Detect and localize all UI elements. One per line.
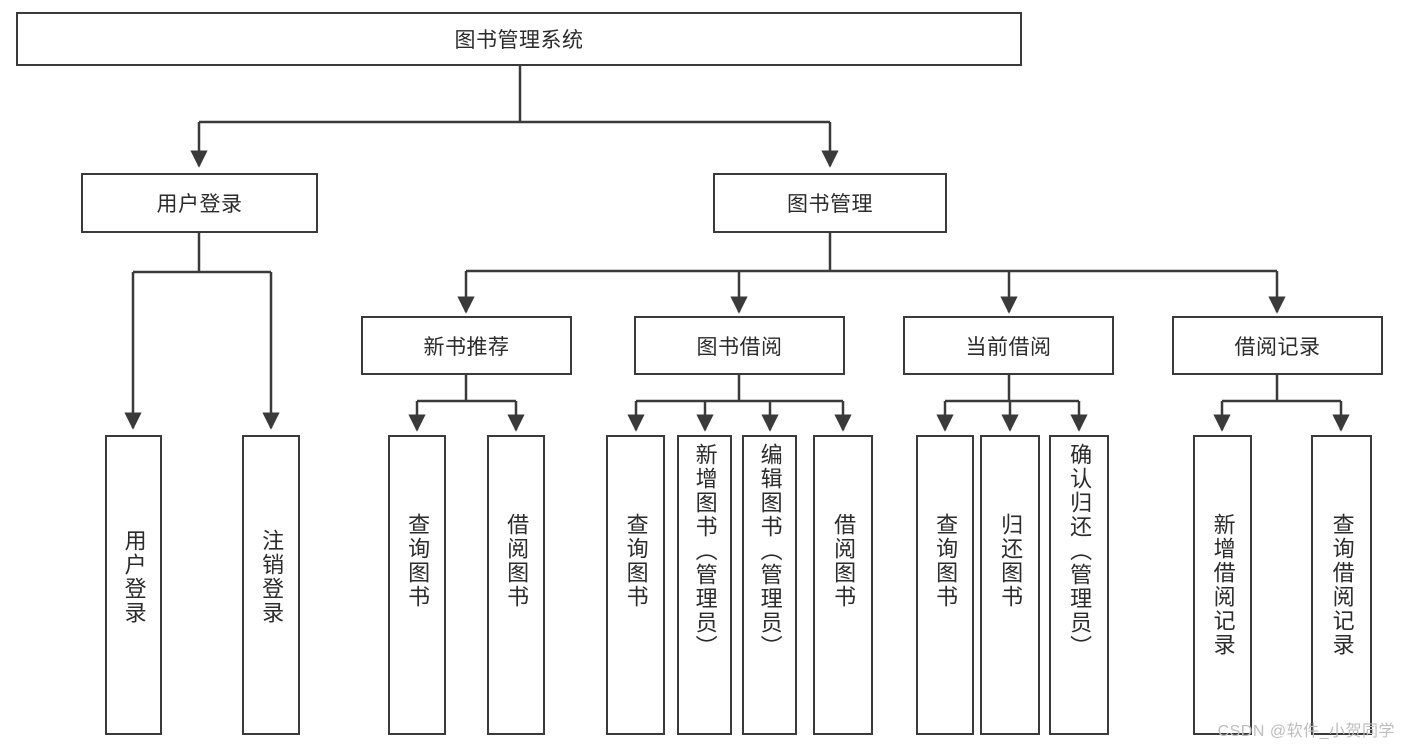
node-new-book-rec[interactable]: 新书推荐: [361, 316, 572, 375]
node-leaf-borrow-book-1-label: 借阅图书: [504, 513, 530, 609]
node-leaf-add-book[interactable]: 新增图书（管理员）: [677, 435, 732, 735]
node-current-borrow-label: 当前借阅: [965, 335, 1052, 359]
node-user-login[interactable]: 用户登录: [81, 173, 318, 233]
node-book-manage[interactable]: 图书管理: [713, 173, 947, 233]
node-current-borrow[interactable]: 当前借阅: [903, 316, 1114, 375]
node-leaf-user-login[interactable]: 用户登录: [105, 435, 162, 735]
node-leaf-confirm-return[interactable]: 确认归还（管理员）: [1049, 435, 1109, 735]
node-leaf-edit-book-label: 编辑图书（管理员）: [757, 443, 783, 659]
node-leaf-add-book-label: 新增图书（管理员）: [692, 443, 718, 659]
node-leaf-query-book-2-label: 查询图书: [623, 513, 649, 609]
node-user-login-label: 用户登录: [156, 193, 243, 216]
node-leaf-query-record[interactable]: 查询借阅记录: [1311, 435, 1372, 735]
node-leaf-query-record-label: 查询借阅记录: [1329, 513, 1355, 657]
node-borrow-record[interactable]: 借阅记录: [1172, 316, 1383, 375]
node-leaf-query-book-3-label: 查询图书: [933, 513, 959, 609]
node-leaf-add-record-label: 新增借阅记录: [1210, 513, 1236, 657]
node-leaf-query-book-1[interactable]: 查询图书: [388, 435, 446, 735]
node-borrow-record-label: 借阅记录: [1234, 335, 1321, 359]
node-leaf-return-book-label: 归还图书: [998, 513, 1024, 609]
node-leaf-borrow-book-1[interactable]: 借阅图书: [487, 435, 545, 735]
node-leaf-logout-label: 注销登录: [259, 529, 285, 625]
node-leaf-query-book-1-label: 查询图书: [405, 513, 431, 609]
node-leaf-user-login-label: 用户登录: [121, 529, 147, 625]
node-leaf-borrow-book-2[interactable]: 借阅图书: [813, 435, 873, 735]
node-leaf-borrow-book-2-label: 借阅图书: [831, 513, 857, 609]
node-root[interactable]: 图书管理系统: [16, 12, 1022, 66]
watermark-text: CSDN @软件_小贺同学: [1217, 723, 1395, 740]
node-leaf-query-book-3[interactable]: 查询图书: [916, 435, 974, 735]
node-leaf-query-book-2[interactable]: 查询图书: [606, 435, 665, 735]
node-leaf-add-record[interactable]: 新增借阅记录: [1193, 435, 1252, 735]
node-book-borrow[interactable]: 图书借阅: [634, 316, 845, 375]
node-book-borrow-label: 图书借阅: [696, 335, 783, 359]
node-leaf-return-book[interactable]: 归还图书: [980, 435, 1040, 735]
node-leaf-confirm-return-label: 确认归还（管理员）: [1067, 443, 1093, 659]
node-leaf-edit-book[interactable]: 编辑图书（管理员）: [742, 435, 797, 735]
node-book-manage-label: 图书管理: [787, 193, 873, 216]
node-new-book-rec-label: 新书推荐: [423, 335, 510, 359]
node-root-label: 图书管理系统: [454, 29, 584, 52]
node-leaf-logout[interactable]: 注销登录: [242, 435, 300, 735]
